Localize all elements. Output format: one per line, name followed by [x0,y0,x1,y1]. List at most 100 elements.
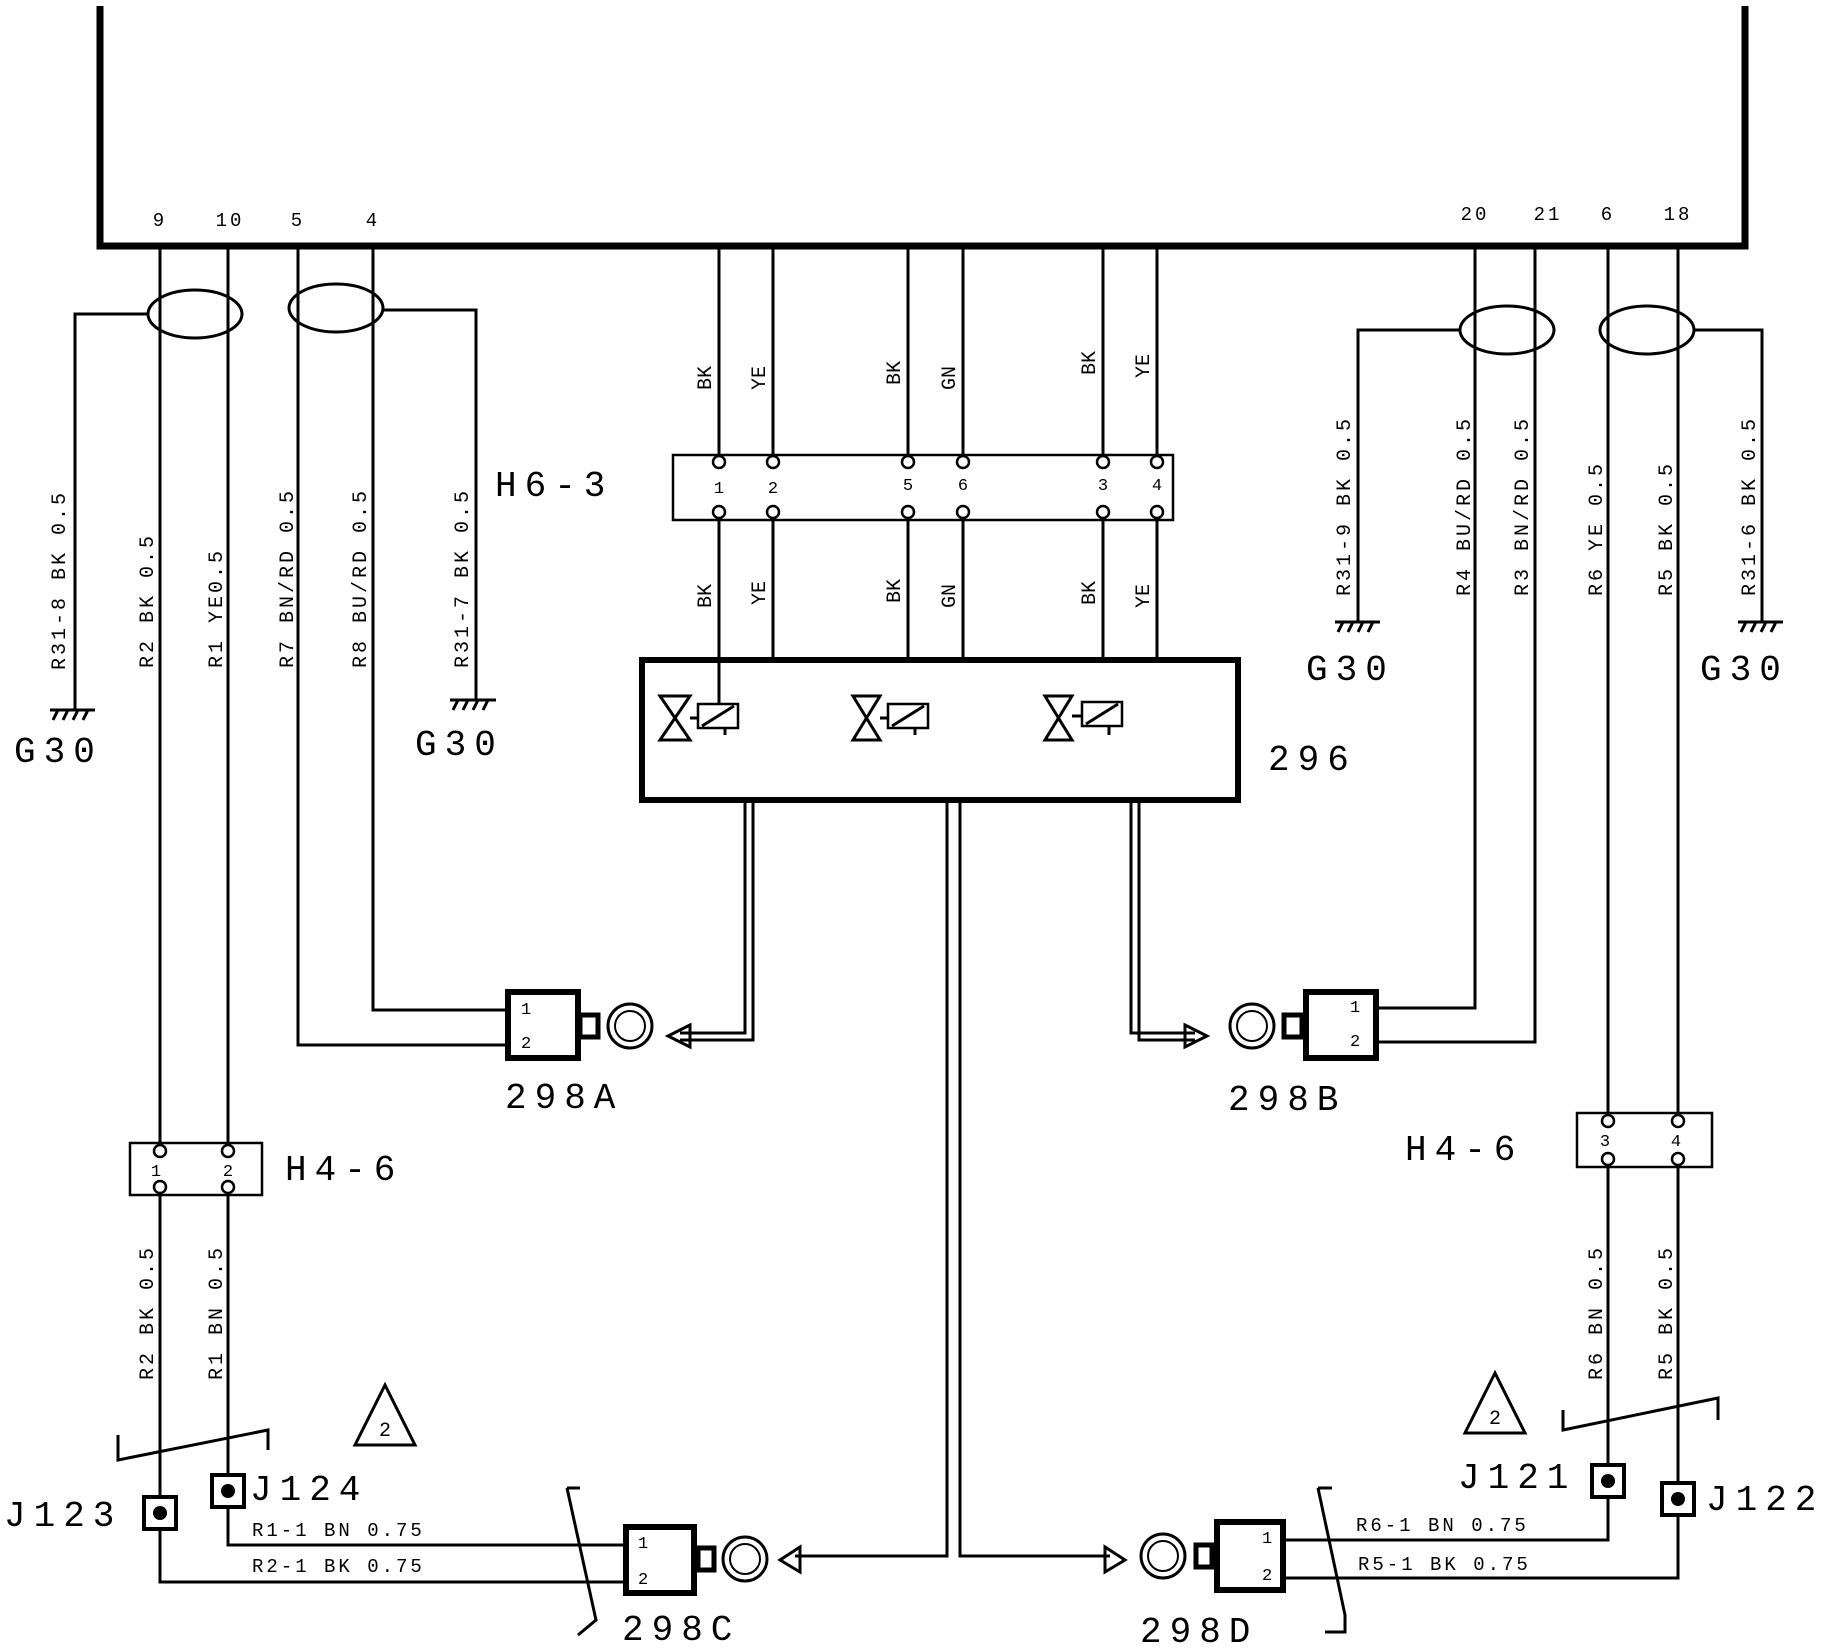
wire-label: R5 BK 0.5 [1656,1245,1679,1380]
modulator-296 [639,657,1241,803]
ecu-pin-label: 9 [153,210,167,232]
sensor-pin-label: 2 [638,1571,648,1590]
joint-label: J123 [4,1496,122,1537]
ground-symbol [50,708,95,721]
ground-symbol [1738,620,1783,633]
ecu-pin-label: 5 [291,210,305,232]
wire-color-label: GN [939,366,962,390]
sensor-298c [623,1524,769,1596]
ground-symbol [450,698,496,711]
note-label: 2 [379,1420,391,1443]
sensor-label: 298D [1140,1612,1258,1648]
joint-j122 [1660,1481,1696,1517]
wire-color-label: BK [884,361,907,385]
ecu-pin-label: 18 [1664,204,1693,226]
component-label: 296 [1268,740,1357,781]
hydraulic-lines [664,802,1211,1575]
sensor-pin-label: 2 [1262,1567,1272,1586]
sensor-pin-label: 1 [1262,1530,1272,1549]
sensor-pin-label: 1 [1350,999,1360,1018]
note-label: 2 [1489,1408,1501,1431]
sensor-label: 298B [1228,1080,1346,1121]
wire-label: R2 BK 0.5 [137,1245,160,1380]
sensor-label: 298A [505,1078,623,1119]
ground-symbol [1335,620,1380,633]
ecu-pin-label: 10 [216,210,245,232]
wire-color-label: GN [939,584,962,608]
ground-label: G30 [1306,650,1395,691]
wire-color-label: YE [1133,584,1156,608]
sensor-pin-label: 1 [521,1001,531,1020]
bottom-wire-label: R1-1 BN 0.75 [252,1520,425,1542]
connector-h4-6-left [128,1141,264,1197]
bottom-wire-label: R5-1 BK 0.75 [1358,1554,1531,1576]
joint-label: J124 [250,1470,368,1511]
sensor-pin-label: 2 [1350,1033,1360,1052]
wire-color-label: BK [695,366,718,390]
wire-color-label: BK [1079,581,1102,605]
ecu-pin-label: 21 [1534,204,1563,226]
connector-h6-3 [671,453,1175,522]
connector-pin-label: 3 [1600,1133,1610,1152]
wire-label: R7 BN/RD 0.5 [277,488,300,668]
connector-pin-label: 2 [768,480,778,499]
sensor-298d [1139,1519,1286,1593]
bottom-wire-label: R6-1 BN 0.75 [1356,1515,1529,1537]
note-triangle [352,1381,418,1447]
ground-label: G30 [415,725,504,766]
ecu-box [96,6,1749,250]
note-triangle [1462,1369,1528,1435]
wire-label: R31-6 BK 0.5 [1739,416,1762,596]
sensor-pin-label: 2 [521,1035,531,1054]
ecu-pin-label: 4 [366,210,380,232]
wire-label: R8 BU/RD 0.5 [350,488,373,668]
ground-label: G30 [14,732,103,773]
connector-pin-label: 3 [1098,477,1108,496]
ecu-pin-label: 6 [1601,204,1615,226]
connector-pin-label: 4 [1671,1133,1681,1152]
connector-label: H6-3 [495,466,613,507]
joint-label: J121 [1458,1458,1576,1499]
joint-j124 [210,1473,246,1509]
connector-pin-label: 4 [1152,477,1162,496]
joint-j121 [1590,1463,1626,1499]
wire-label: R31-8 BK 0.5 [49,490,72,670]
wire-color-label: YE [749,366,772,390]
joint-j123 [142,1495,178,1531]
connector-label: H4-6 [285,1150,403,1191]
sensor-298a [505,989,654,1061]
wire-label: R2 BK 0.5 [137,533,160,668]
wire-label: R6 BN 0.5 [1586,1245,1609,1380]
bottom-wires [158,1486,1680,1637]
wire-label: R1 BN 0.5 [206,1245,229,1380]
connector-pin-label: 5 [903,477,913,496]
wire-label: R6 YE 0.5 [1586,461,1609,596]
bottom-wire-label: R2-1 BK 0.75 [252,1556,425,1578]
wire-color-label: BK [1079,351,1102,375]
ground-label: G30 [1700,650,1789,691]
shield-bracket [116,1428,270,1462]
connector-pin-label: 1 [714,480,724,499]
wire-color-label: YE [1133,354,1156,378]
right-wires [1356,246,1764,1495]
wire-label: R1 YE0.5 [206,548,229,668]
wire-color-label: YE [749,581,772,605]
wire-label: R3 BN/RD 0.5 [1512,416,1535,596]
connector-pin-label: 6 [958,477,968,496]
wire-color-label: BK [695,584,718,608]
wire-color-label: BK [884,579,907,603]
sensor-298b [1228,989,1379,1061]
ecu-pin-label: 20 [1461,204,1490,226]
connector-h4-6-right [1575,1111,1714,1169]
connector-label: H4-6 [1405,1130,1523,1171]
connector-pin-label: 2 [223,1163,233,1182]
sensor-pin-label: 1 [638,1535,648,1554]
joint-label: J122 [1706,1480,1824,1521]
wire-label: R31-7 BK 0.5 [452,488,475,668]
wire-label: R31-9 BK 0.5 [1334,416,1357,596]
wire-label: R5 BK 0.5 [1656,461,1679,596]
shield-bracket [1561,1396,1720,1432]
connector-pin-label: 1 [151,1163,161,1182]
